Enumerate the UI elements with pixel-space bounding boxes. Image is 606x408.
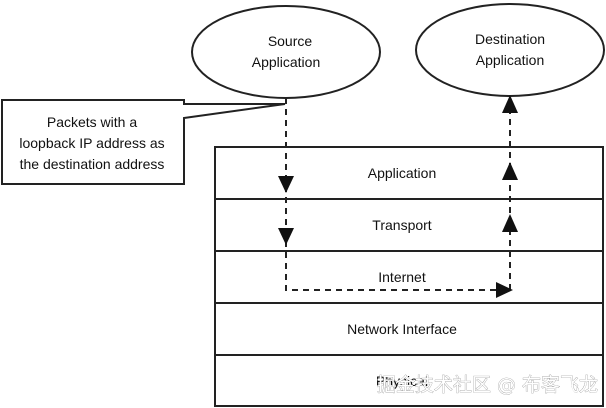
arrow-right-internet [496, 282, 513, 298]
protocol-stack: Application Transport Internet Network I… [214, 146, 604, 407]
destination-application-ellipse [415, 3, 605, 97]
callout-line-2: loopback IP address as [19, 135, 164, 151]
callout-box [1, 99, 286, 185]
source-label-line-2: Application [252, 54, 321, 70]
arrow-up-transport [502, 214, 518, 232]
destination-label-line-1: Destination [475, 31, 545, 47]
watermark-text: 掘金技术社区 @ 布客飞龙 [377, 374, 598, 396]
layer-transport-label: Transport [372, 217, 432, 233]
arrow-up-application [502, 162, 518, 180]
callout-line-1: Packets with a [47, 114, 137, 130]
layer-internet-label: Internet [378, 269, 426, 285]
layer-physical-label: Physical [376, 373, 428, 389]
callout-line-3: the destination address [20, 156, 165, 172]
arrow-down-application [278, 176, 294, 193]
stack-outline [214, 146, 604, 407]
arrow-up-destination [502, 95, 518, 113]
arrow-down-transport [278, 228, 294, 245]
layer-network-interface-label: Network Interface [347, 321, 457, 337]
layer-application-label: Application [368, 165, 437, 181]
source-label-line-1: Source [268, 33, 313, 49]
destination-label-line-2: Application [476, 52, 545, 68]
source-application-ellipse [191, 5, 381, 99]
flow-down-path [285, 98, 504, 291]
